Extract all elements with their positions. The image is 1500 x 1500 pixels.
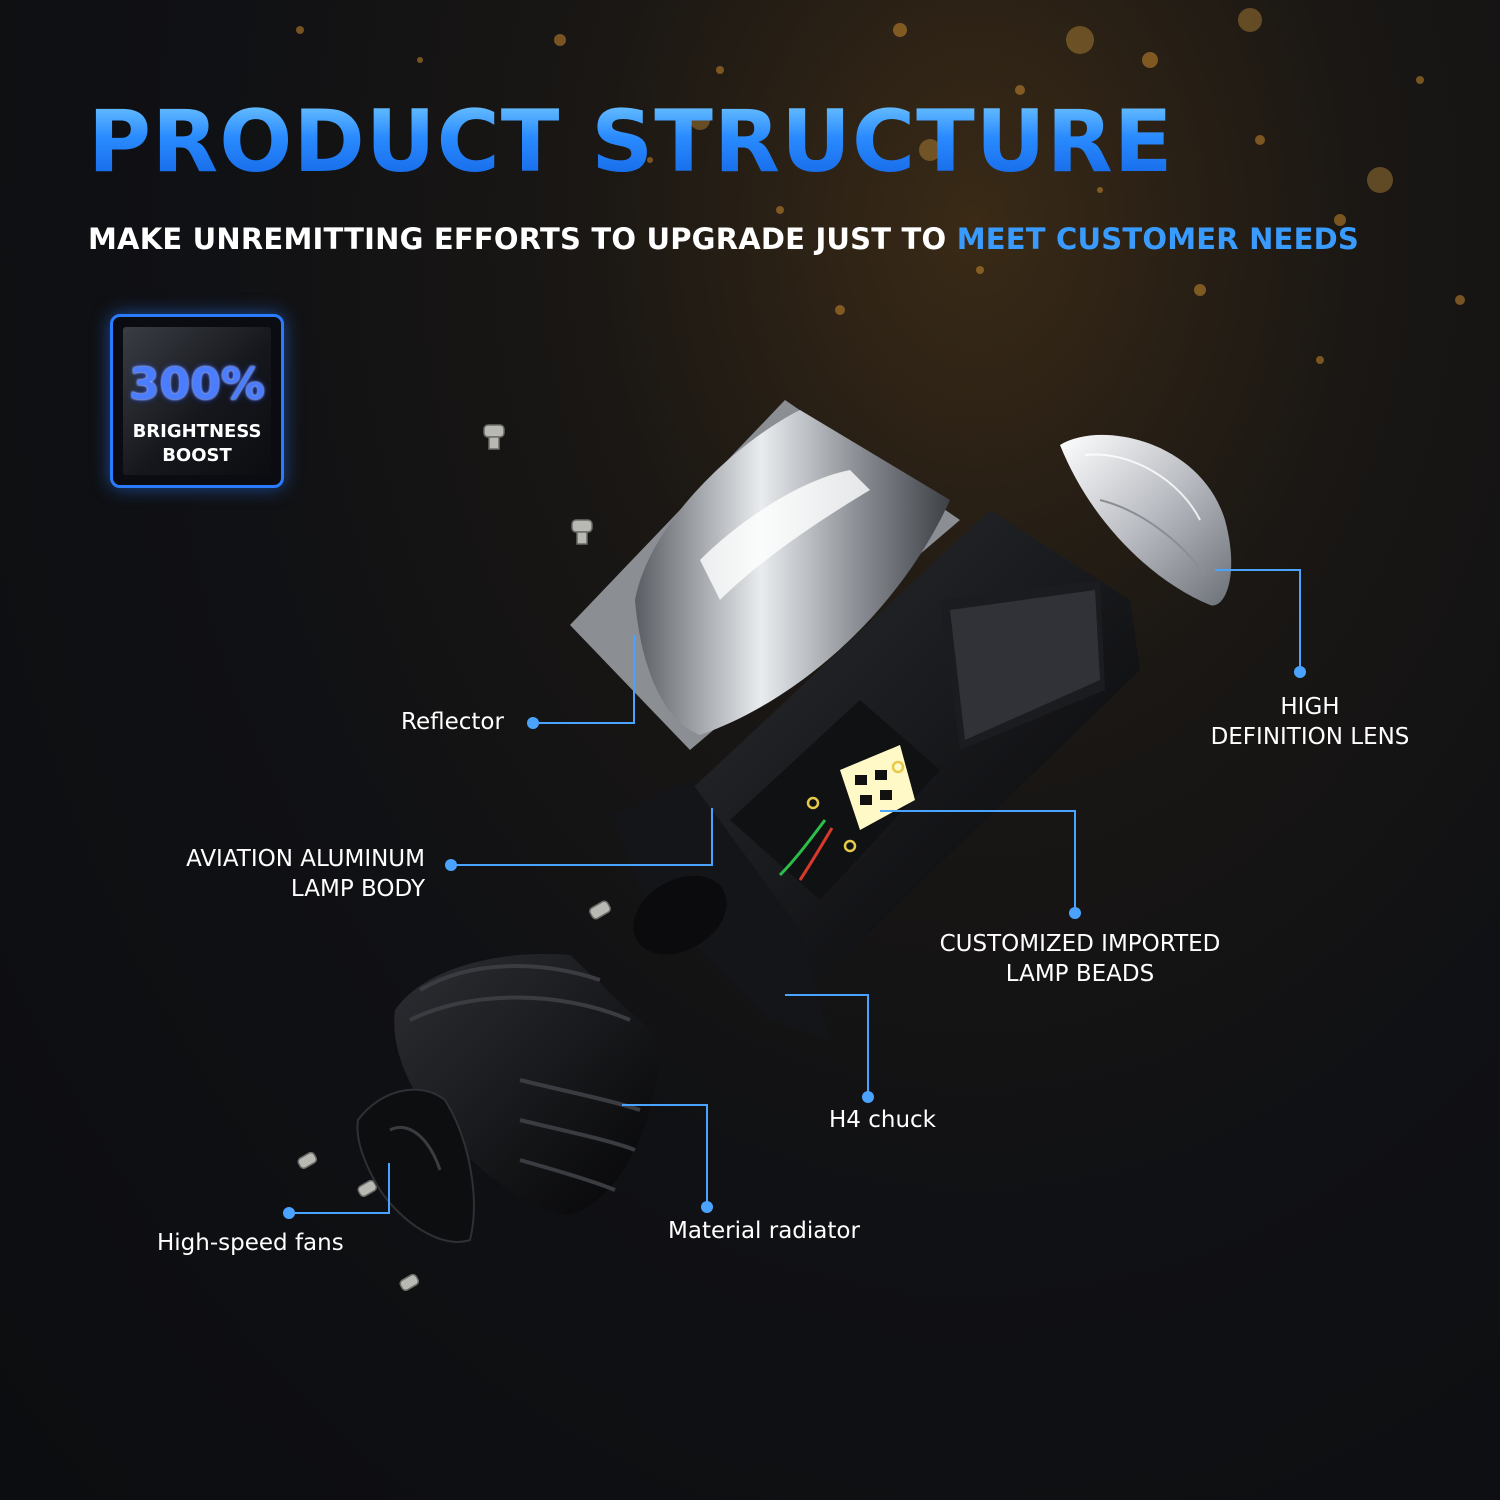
label-h4-chuck: H4 chuck xyxy=(829,1107,937,1133)
label-lamp-beads-line-2: LAMP BEADS xyxy=(1005,961,1155,987)
label-lens: HIGH DEFINITION LENS xyxy=(1190,692,1430,752)
badge-line-1: BRIGHTNESS xyxy=(132,421,262,442)
page-subtitle: MAKE UNREMITTING EFFORTS TO UPGRADE JUST… xyxy=(88,222,1359,256)
label-reflector: Reflector xyxy=(401,709,504,735)
label-lamp-beads-line-1: CUSTOMIZED IMPORTED xyxy=(939,931,1221,957)
label-lamp-body-line-1: AVIATION ALUMINUM xyxy=(186,846,425,872)
leader-line-lens xyxy=(1215,569,1301,672)
leader-dot-fans xyxy=(283,1207,295,1219)
subtitle-plain: MAKE UNREMITTING EFFORTS TO UPGRADE JUST… xyxy=(88,222,957,256)
label-lens-line-1: HIGH xyxy=(1280,694,1340,720)
h4-chuck-part xyxy=(612,780,830,1040)
leader-dot-lens xyxy=(1294,666,1306,678)
reflector-part xyxy=(570,400,960,750)
leader-dot-body xyxy=(445,859,457,871)
label-lens-line-2: DEFINITION LENS xyxy=(1210,724,1410,750)
badge-line-2: BOOST xyxy=(162,445,232,466)
leader-line-radiator xyxy=(622,1104,708,1207)
leader-dot-reflector xyxy=(527,717,539,729)
leader-dot-chuck xyxy=(862,1091,874,1103)
leader-lines xyxy=(289,569,1301,1214)
lens-part xyxy=(1060,434,1232,606)
label-lamp-body: AVIATION ALUMINUM LAMP BODY xyxy=(125,844,425,904)
leader-line-beads xyxy=(880,810,1076,913)
page-title: PRODUCT STRUCTURE xyxy=(88,92,1174,192)
leader-dot-radiator xyxy=(701,1201,713,1213)
leader-line-reflector xyxy=(533,635,635,724)
fan-part xyxy=(356,1088,475,1243)
leader-line-body xyxy=(451,808,713,866)
screw-icon xyxy=(297,424,611,1291)
label-fans: High-speed fans xyxy=(157,1230,344,1256)
leader-line-chuck xyxy=(785,994,869,1097)
badge-percent: 300% xyxy=(129,359,265,410)
subtitle-highlight: MEET CUSTOMER NEEDS xyxy=(956,222,1359,256)
label-lamp-beads: CUSTOMIZED IMPORTED LAMP BEADS xyxy=(925,929,1235,989)
label-radiator: Material radiator xyxy=(668,1218,860,1244)
leader-dot-beads xyxy=(1069,907,1081,919)
leader-line-fans xyxy=(289,1163,390,1214)
brightness-badge: 300% BRIGHTNESS BOOST xyxy=(110,314,284,488)
lamp-body-part xyxy=(680,510,1140,980)
label-lamp-body-line-2: LAMP BODY xyxy=(290,876,425,902)
